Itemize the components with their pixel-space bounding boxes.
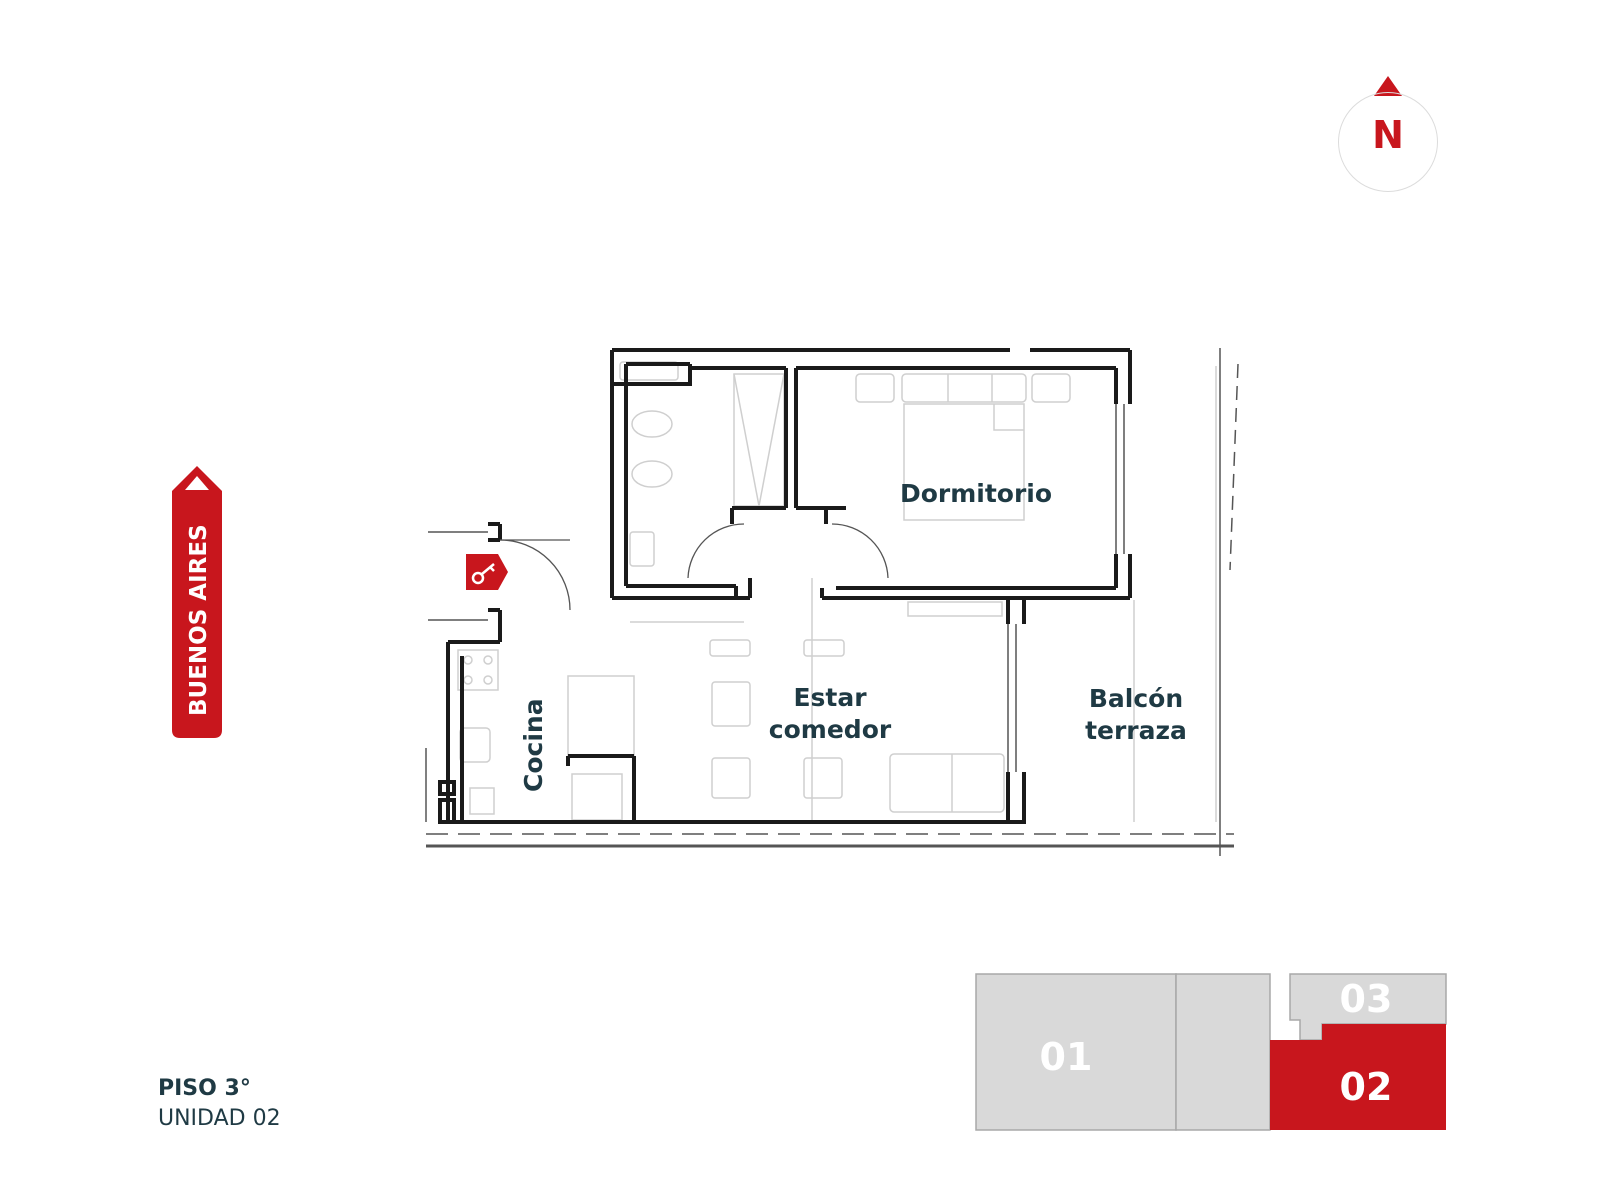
door-swings	[499, 523, 889, 611]
unit-name: UNIDAD 02	[158, 1106, 281, 1131]
compass-ring	[1338, 92, 1438, 192]
unit-02-label: 02	[1340, 1065, 1393, 1109]
unit-01-label: 01	[1040, 1035, 1093, 1079]
windows	[425, 348, 1239, 856]
room-label-estar: Estar	[793, 683, 867, 712]
floor-info: PISO 3° UNIDAD 02	[158, 1074, 281, 1134]
walls	[438, 348, 1132, 824]
room-label-balcon: Balcón	[1089, 684, 1183, 713]
north-arrow-icon	[1374, 76, 1402, 96]
street-arrow-icon: BUENOS AIRES	[172, 466, 222, 738]
unit-03-label: 03	[1340, 977, 1393, 1021]
room-label-dormitorio: Dormitorio	[900, 479, 1052, 508]
street-indicator: BUENOS AIRES	[172, 466, 222, 738]
room-label-cocina: Cocina	[519, 698, 548, 792]
street-name: BUENOS AIRES	[186, 524, 212, 716]
compass-letter: N	[1372, 113, 1404, 157]
unit-02-block	[1270, 1024, 1446, 1130]
unit-01-block	[975, 973, 1177, 1131]
north-compass: N	[1338, 76, 1442, 196]
room-label-terraza: terraza	[1085, 716, 1187, 745]
floor-level: PISO 3°	[158, 1076, 251, 1101]
unit-middle-block	[1175, 973, 1271, 1131]
facade-line	[426, 833, 1234, 848]
furniture	[457, 361, 1217, 822]
room-label-comedor: comedor	[769, 715, 892, 744]
key-icon	[466, 554, 508, 590]
